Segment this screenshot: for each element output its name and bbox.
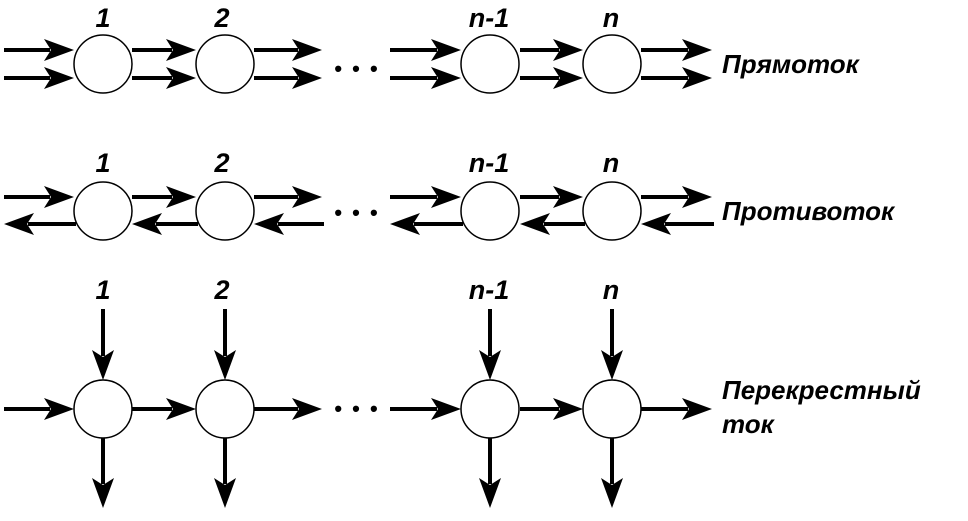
flow-arrow [390, 398, 461, 420]
stage-node [460, 379, 520, 439]
stage-label-1: 1 [95, 275, 110, 305]
ellipsis: • • • [334, 56, 379, 81]
row-label-cocurrent: Прямоток [722, 49, 861, 79]
stage-node [460, 181, 520, 241]
stage-node [195, 34, 255, 94]
flow-arrow [4, 213, 76, 235]
row-label-crossflow-line1: Перекрестный [722, 375, 921, 405]
stage-label-1: 1 [95, 148, 110, 178]
flow-arrow [4, 67, 74, 89]
flow-arrow [641, 186, 712, 208]
flow-arrow [390, 39, 461, 61]
stage-label-1: 1 [95, 3, 110, 33]
flow-arrow [254, 39, 322, 61]
stage-node [73, 181, 133, 241]
stage-node [195, 379, 255, 439]
stage-label-n: n [603, 148, 620, 178]
flow-arrow [132, 67, 196, 89]
flow-arrow [520, 398, 583, 420]
stage-label-2: 2 [213, 3, 229, 33]
stage-node [73, 379, 133, 439]
stage-node [460, 34, 520, 94]
arrows-layer [4, 39, 714, 508]
flow-arrow [479, 309, 501, 380]
flow-arrow [479, 438, 501, 508]
flow-arrow [254, 398, 322, 420]
flow-arrow [641, 213, 714, 235]
stage-node [195, 181, 255, 241]
stage-label-2: 2 [213, 148, 229, 178]
flow-arrow [214, 309, 236, 380]
stage-label-n: n [603, 275, 620, 305]
ellipsis: • • • [334, 396, 379, 421]
flow-arrow [214, 438, 236, 508]
flow-arrow [4, 39, 74, 61]
stage-node [582, 34, 642, 94]
flow-arrow [254, 67, 322, 89]
stage-label-n-1: n-1 [469, 3, 510, 33]
flow-arrow [520, 186, 583, 208]
flow-arrow [520, 213, 585, 235]
flow-arrow [390, 213, 463, 235]
flow-arrow [4, 186, 74, 208]
ellipsis: • • • [334, 200, 379, 225]
flow-arrow [601, 438, 623, 508]
stage-node [582, 379, 642, 439]
flow-arrow [254, 213, 324, 235]
flow-arrow [92, 438, 114, 508]
flow-arrow [520, 39, 583, 61]
stage-label-n-1: n-1 [469, 148, 510, 178]
flow-arrow [4, 398, 74, 420]
flow-arrow [132, 398, 196, 420]
stage-node [582, 181, 642, 241]
flow-arrow [390, 67, 461, 89]
flow-arrow [641, 398, 712, 420]
row-label-crossflow-line2: ток [722, 409, 776, 439]
flow-arrow [641, 67, 712, 89]
flow-arrow [132, 186, 196, 208]
flow-arrow [132, 213, 198, 235]
row-label-countercurrent: Противоток [722, 196, 896, 226]
stage-label-n-1: n-1 [469, 275, 510, 305]
flow-arrow [641, 39, 712, 61]
flow-arrow [132, 39, 196, 61]
stage-label-n: n [603, 3, 620, 33]
flow-arrow [254, 186, 322, 208]
nodes-layer [73, 34, 642, 439]
stage-node [73, 34, 133, 94]
flow-arrow [601, 309, 623, 380]
flow-arrow [92, 309, 114, 380]
stage-label-2: 2 [213, 275, 229, 305]
flow-arrow [390, 186, 461, 208]
flow-arrow [520, 67, 583, 89]
